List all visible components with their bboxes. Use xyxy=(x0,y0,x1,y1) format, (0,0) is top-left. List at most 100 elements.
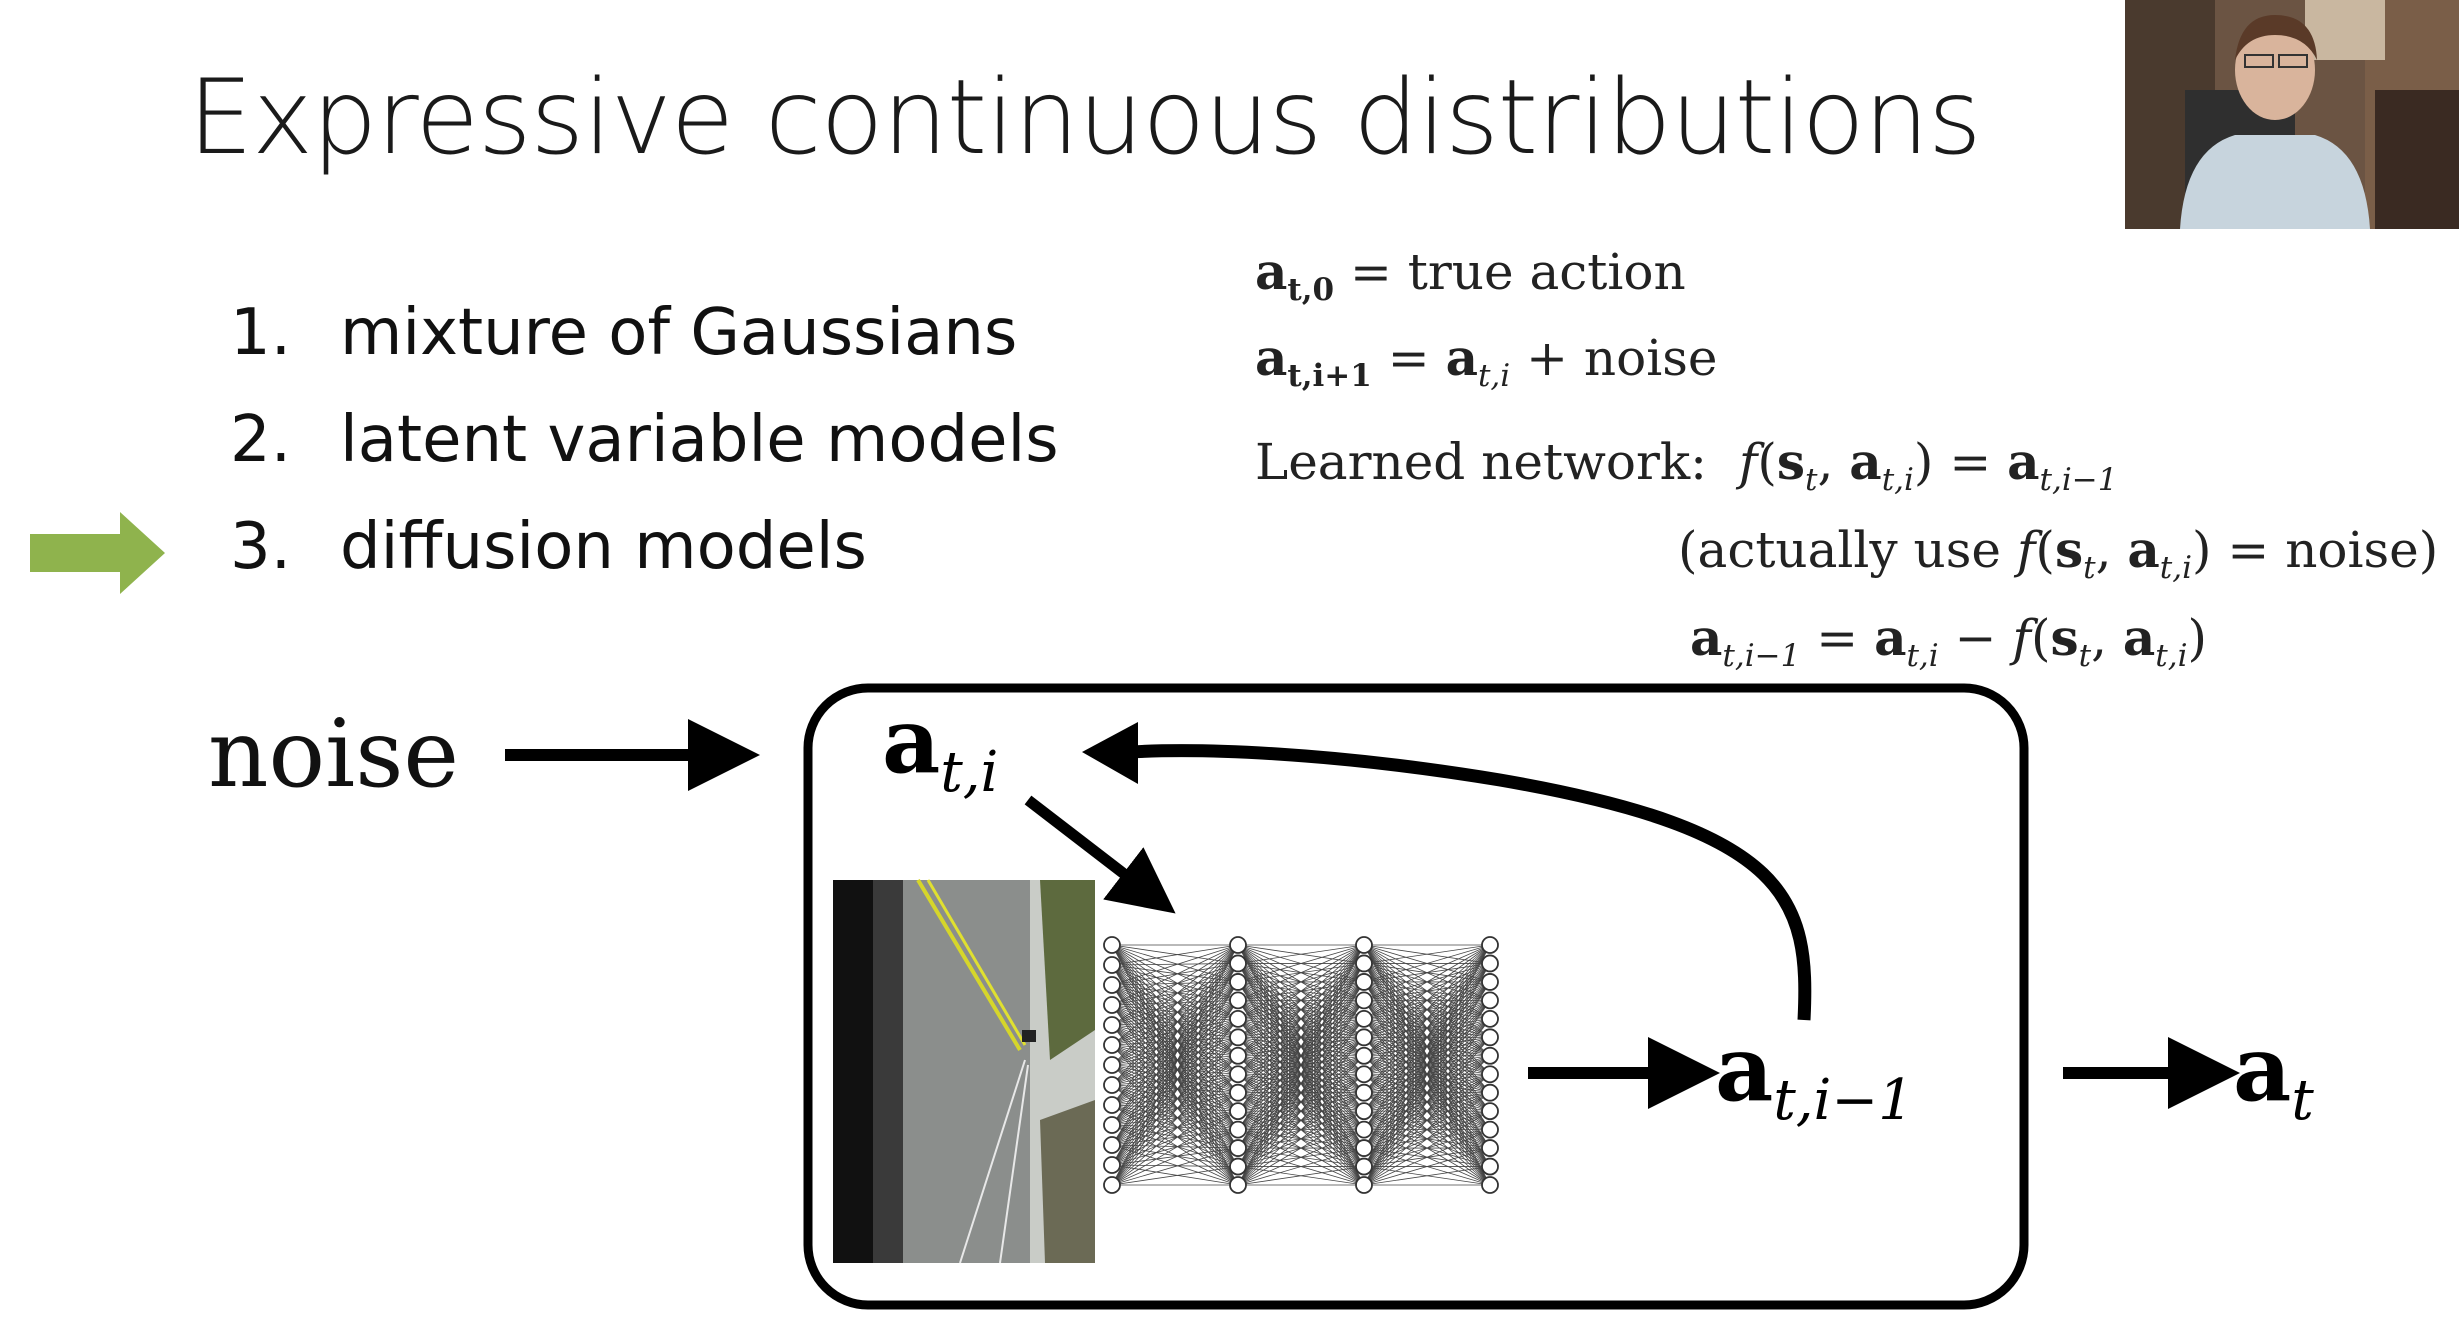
network-connection xyxy=(1111,944,1239,1020)
network-connection xyxy=(1111,944,1239,1126)
network-connection xyxy=(1111,1073,1239,1126)
network-connection xyxy=(1111,1092,1239,1106)
network-node xyxy=(1229,954,1247,973)
network-connection xyxy=(1111,1092,1239,1186)
network-connection xyxy=(1363,1110,1491,1186)
network-connection xyxy=(1111,984,1239,1020)
network-connection xyxy=(1237,1147,1365,1186)
network-node xyxy=(1229,1083,1247,1102)
network-connection xyxy=(1111,1147,1239,1186)
network-connection xyxy=(1111,944,1239,1146)
network-connection xyxy=(1111,1018,1239,1026)
network-connection xyxy=(1363,1055,1491,1186)
network-connection xyxy=(1363,944,1491,1167)
network-connection xyxy=(1111,1004,1239,1094)
network-node xyxy=(1481,1083,1499,1102)
network-connection xyxy=(1111,1073,1239,1106)
network-connection xyxy=(1111,1024,1239,1075)
network-connection xyxy=(1111,1036,1239,1106)
network-connection xyxy=(1237,1018,1365,1186)
network-connection xyxy=(1363,944,1491,1075)
network-node xyxy=(1481,954,1499,973)
network-connection xyxy=(1237,944,1365,1149)
network-node xyxy=(1481,1176,1499,1194)
network-connection xyxy=(1111,1124,1239,1131)
network-connection xyxy=(1111,984,1239,1149)
network-node xyxy=(1355,991,1373,1010)
equation-actual-noise: (actually use f(st, at,i) = noise) xyxy=(1678,520,2439,586)
network-connection xyxy=(1111,1129,1239,1186)
network-connection xyxy=(1111,1036,1239,1046)
network-node xyxy=(1355,1120,1373,1139)
network-connection xyxy=(1111,1000,1239,1186)
network-connection xyxy=(1111,944,1239,1086)
list-label: mixture of Gaussians xyxy=(340,296,1018,370)
network-connection xyxy=(1363,963,1491,1186)
network-connection xyxy=(1237,944,1365,1038)
network-node xyxy=(1355,936,1373,954)
equation-denoise-step: at,i−1 = at,i − f(st, at,i) xyxy=(1690,608,2208,674)
network-connection xyxy=(1111,964,1239,1075)
network-connection xyxy=(1111,1036,1239,1126)
network-node xyxy=(1481,1157,1499,1176)
network-connection xyxy=(1237,944,1365,1167)
network-connection xyxy=(1363,944,1491,983)
network-connection xyxy=(1111,1000,1239,1086)
network-connection xyxy=(1237,944,1365,964)
network-connection xyxy=(1363,944,1491,1112)
network-connection xyxy=(1111,1110,1239,1146)
list-item-3: 3.diffusion models xyxy=(230,510,867,584)
network-connection xyxy=(1111,1024,1239,1094)
network-connection xyxy=(1111,1036,1239,1066)
network-connection xyxy=(1363,1092,1491,1186)
network-connection xyxy=(1111,1004,1239,1075)
network-connection xyxy=(1111,1110,1239,1186)
network-node xyxy=(1103,1096,1121,1114)
network-connection xyxy=(1111,963,1239,1186)
network-node xyxy=(1355,1139,1373,1157)
network-connection xyxy=(1111,963,1239,1046)
network-connection xyxy=(1111,1055,1239,1106)
network-connection xyxy=(1237,944,1365,1020)
network-connection xyxy=(1111,944,1239,1130)
network-connection xyxy=(1111,1084,1239,1130)
network-connection xyxy=(1363,944,1491,1001)
network-node xyxy=(1355,1102,1373,1121)
network-connection xyxy=(1111,1037,1239,1146)
network-node xyxy=(1229,936,1247,954)
network-connection xyxy=(1111,1044,1239,1112)
network-connection xyxy=(1111,944,1239,1026)
network-connection xyxy=(1111,981,1239,1126)
equation-forward-noise: at,i+1 = at,i + noise xyxy=(1255,328,1718,394)
network-connection xyxy=(1111,1000,1239,1166)
network-connection xyxy=(1111,963,1239,1106)
network-connection xyxy=(1111,944,1239,966)
network-connection xyxy=(1111,984,1239,1038)
list-item-1: 1.mixture of Gaussians xyxy=(230,296,1017,370)
network-connection xyxy=(1111,1073,1239,1166)
network-connection xyxy=(1111,963,1239,1026)
network-connection xyxy=(1111,964,1239,983)
network-connection xyxy=(1111,1018,1239,1166)
network-connection xyxy=(1363,1129,1491,1186)
denoising-loop-box xyxy=(803,683,2029,1310)
network-connection xyxy=(1363,1037,1491,1186)
network-connection xyxy=(1111,1004,1239,1130)
network-connection xyxy=(1111,1092,1239,1126)
network-connection xyxy=(1111,1000,1239,1106)
network-connection xyxy=(1111,1055,1239,1146)
network-connection xyxy=(1237,944,1365,983)
network-connection xyxy=(1111,984,1239,1001)
network-connection xyxy=(1111,1018,1239,1106)
network-connection xyxy=(1111,963,1239,1126)
network-connection xyxy=(1111,1018,1239,1086)
network-node xyxy=(1103,936,1121,954)
network-connection xyxy=(1111,1024,1239,1186)
network-connection xyxy=(1237,1129,1365,1186)
network-connection xyxy=(1237,944,1365,1057)
network-connection xyxy=(1363,944,1491,1057)
output-label-a-t-i-minus-1: at,i−1 xyxy=(1715,1016,1914,1133)
network-node xyxy=(1481,1009,1499,1028)
network-connection xyxy=(1111,1044,1239,1057)
network-node xyxy=(1355,954,1373,973)
